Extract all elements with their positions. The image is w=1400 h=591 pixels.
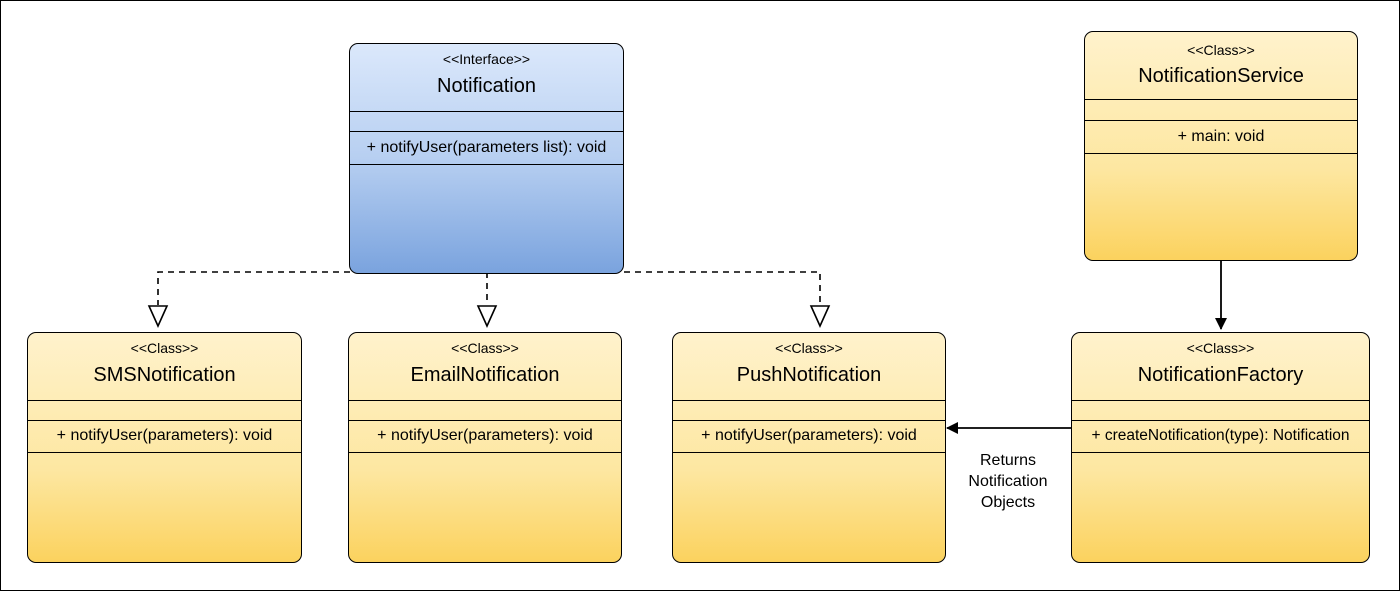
divider: [349, 452, 621, 453]
divider: [28, 420, 301, 421]
stereotype-label: <<Class>>: [130, 340, 199, 356]
divider: [350, 131, 623, 132]
sms-notification-box[interactable]: <<Class>> SMSNotification + notifyUser(p…: [27, 332, 302, 563]
stereotype-label: <<Class>>: [775, 340, 843, 356]
class-name: EmailNotification: [410, 364, 560, 386]
method-label: + notifyUser(parameters): void: [377, 427, 593, 444]
method-label: + notifyUser(parameters list): void: [366, 139, 607, 156]
push-notification-box[interactable]: <<Class>> PushNotification + notifyUser(…: [672, 332, 946, 563]
divider: [349, 400, 621, 401]
edge-label-line: Returns: [979, 452, 1037, 469]
stereotype-label: <<Class>>: [1186, 340, 1255, 356]
class-name: Notification: [437, 75, 536, 97]
divider: [1085, 120, 1357, 121]
divider: [1085, 153, 1357, 154]
method-label: + main: void: [1177, 128, 1265, 145]
stereotype-label: <<Class>>: [451, 340, 519, 356]
stereotype-label: <<Class>>: [1187, 42, 1255, 58]
class-name: NotificationFactory: [1137, 364, 1304, 386]
method-label: + notifyUser(parameters): void: [56, 427, 273, 444]
divider: [673, 452, 945, 453]
email-notification-box[interactable]: <<Class>> EmailNotification + notifyUser…: [348, 332, 622, 563]
notification-service-box[interactable]: <<Class>> NotificationService + main: vo…: [1084, 31, 1358, 261]
divider: [350, 111, 623, 112]
divider: [1072, 420, 1369, 421]
divider: [1072, 452, 1369, 453]
stereotype-label: <<Interface>>: [442, 51, 531, 67]
divider: [28, 452, 301, 453]
divider: [350, 164, 623, 165]
edge-label-line: Notification: [968, 473, 1048, 490]
method-label: + createNotification(type): Notification: [1091, 427, 1350, 444]
divider: [349, 420, 621, 421]
notification-factory-box[interactable]: <<Class>> NotificationFactory + createNo…: [1071, 332, 1370, 563]
returns-edge-label: Returns Notification Objects: [953, 450, 1063, 513]
class-name: SMSNotification: [93, 364, 236, 386]
notification-interface-box[interactable]: <<Interface>> Notification + notifyUser(…: [349, 43, 624, 274]
class-name: PushNotification: [736, 364, 882, 386]
edge-label-line: Objects: [980, 494, 1036, 511]
divider: [28, 400, 301, 401]
divider: [673, 400, 945, 401]
divider: [673, 420, 945, 421]
divider: [1072, 400, 1369, 401]
divider: [1085, 99, 1357, 100]
method-label: + notifyUser(parameters): void: [701, 427, 917, 444]
class-name: NotificationService: [1138, 65, 1304, 87]
